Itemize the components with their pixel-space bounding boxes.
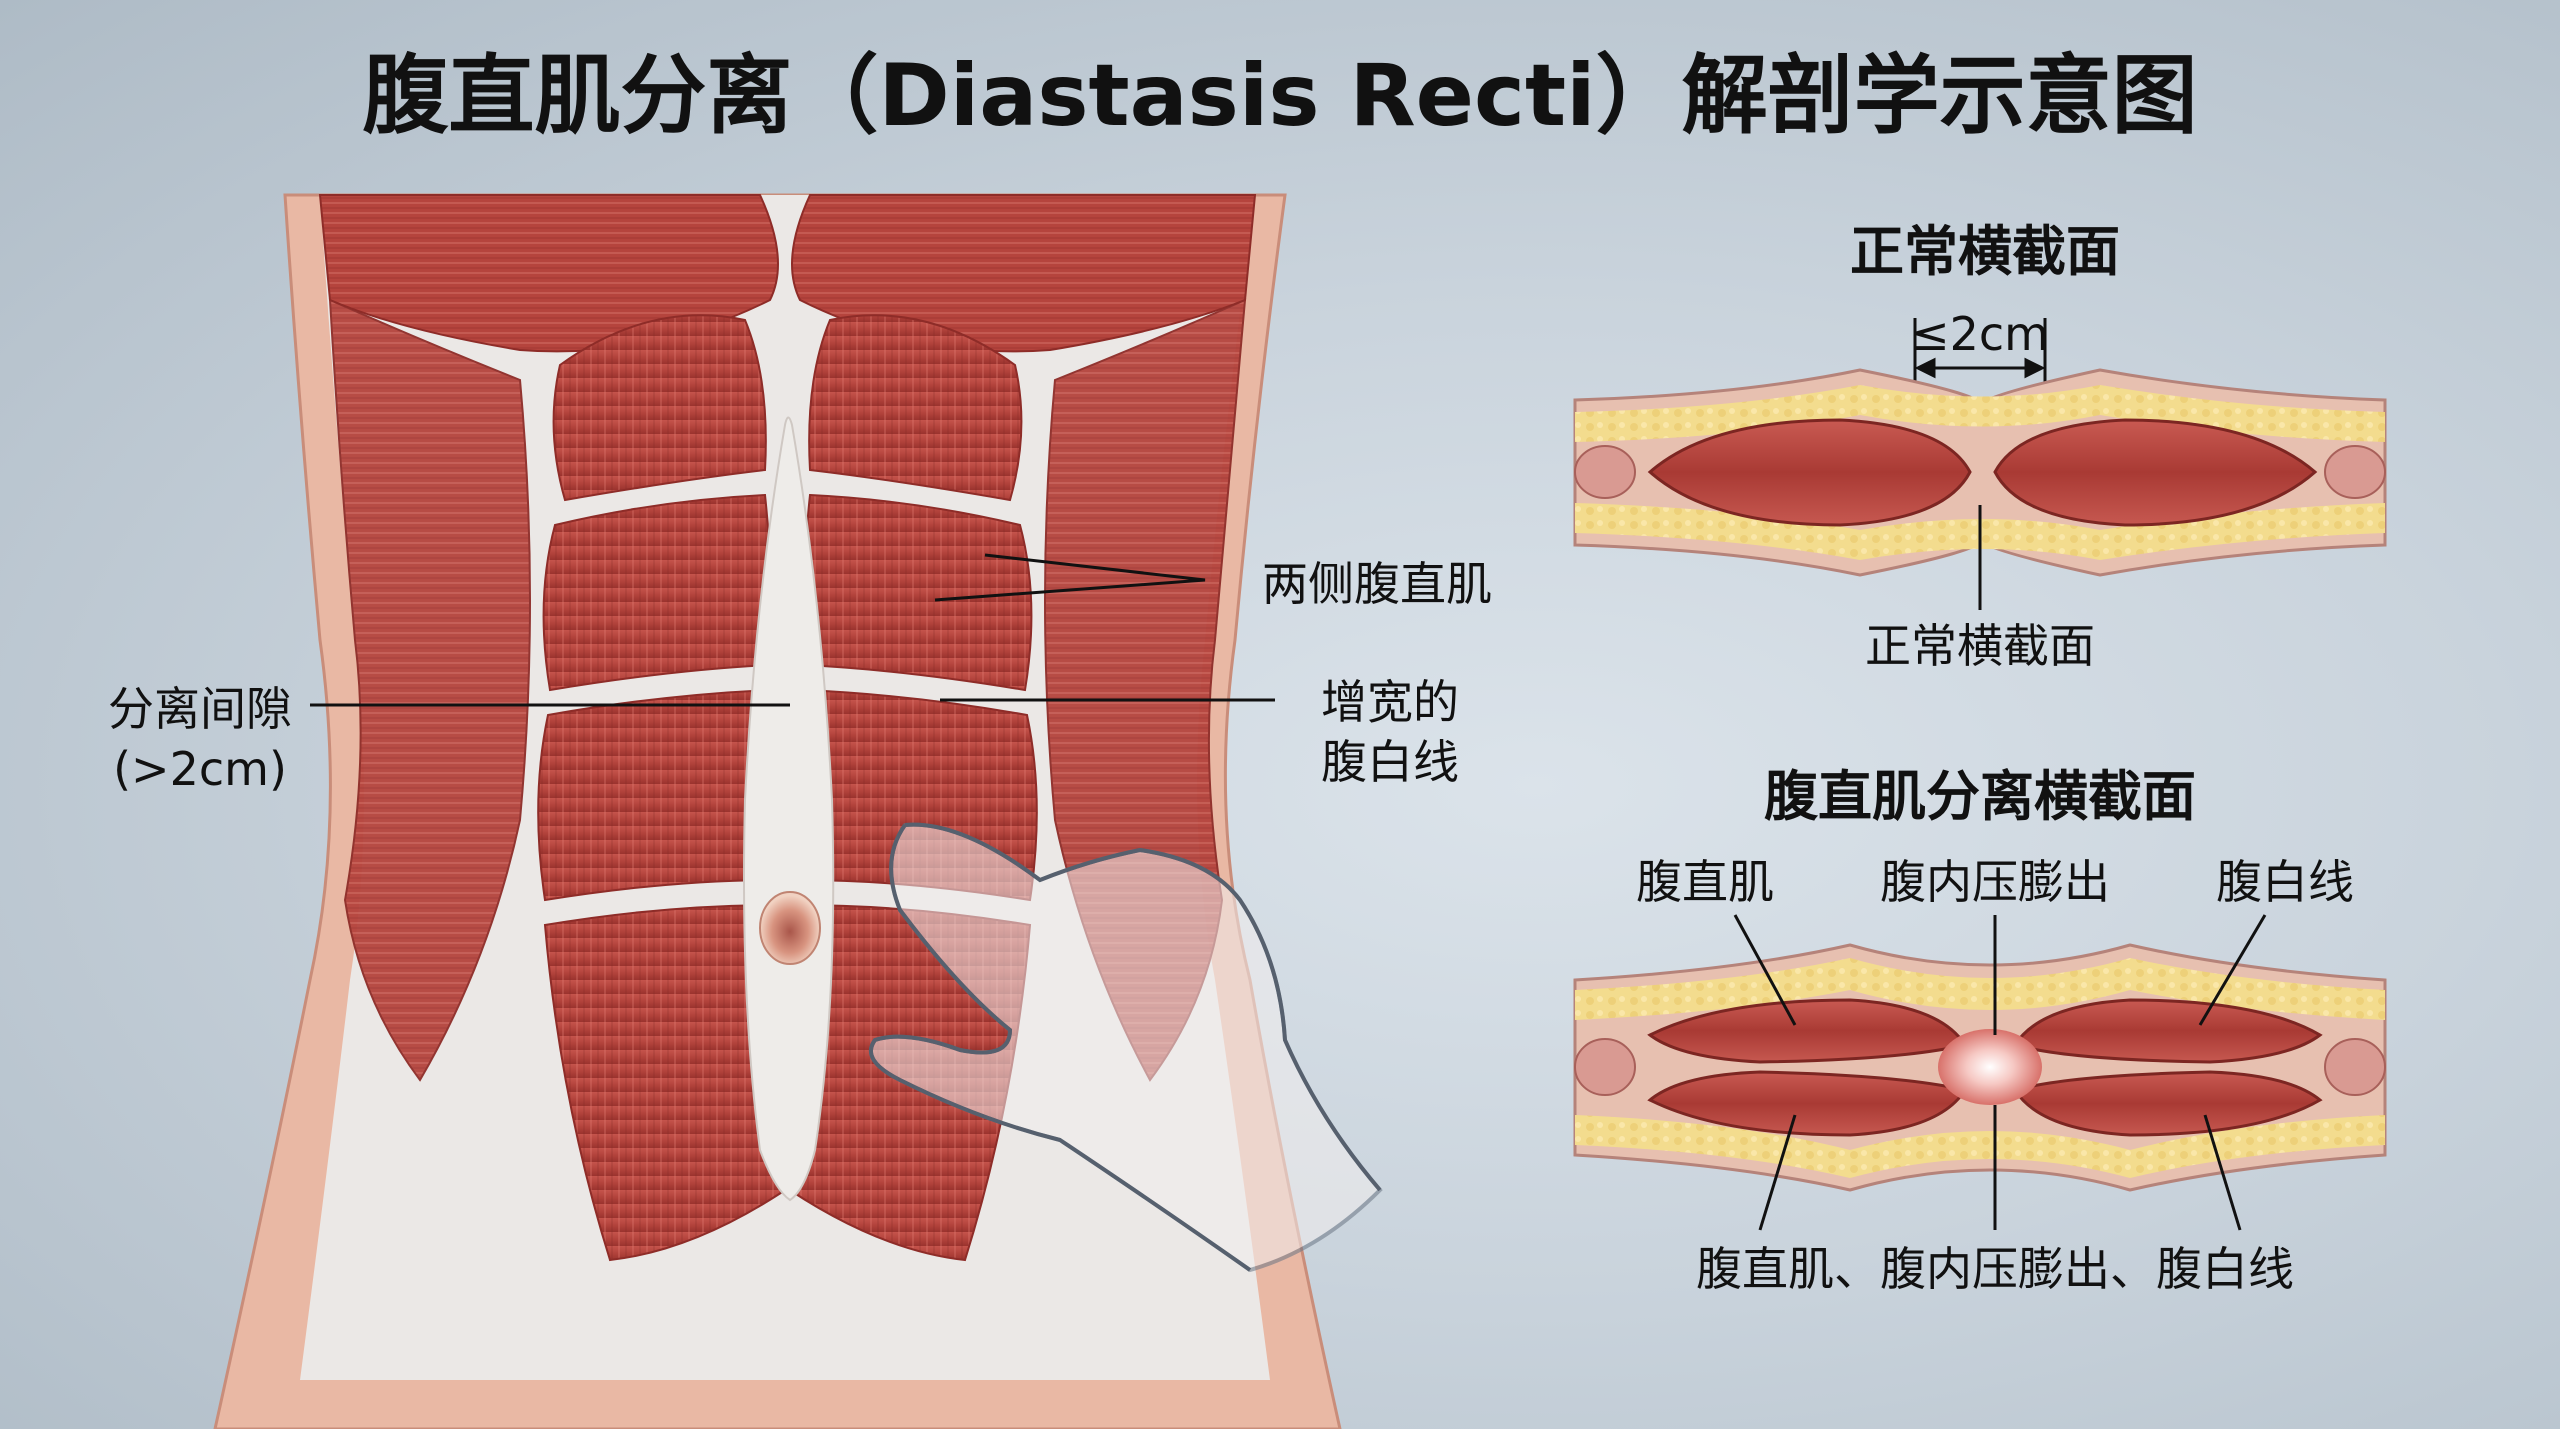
left-leader-lines <box>310 553 1275 707</box>
normal-left-rectus <box>1647 418 1972 527</box>
left-rectus-abdominis <box>537 314 802 1262</box>
torso-illustration <box>213 193 1383 1429</box>
gap-label-line1: 分离间隙 <box>108 682 292 736</box>
gap-label-line2: (>2cm) <box>113 742 287 796</box>
linea-label-line2: 腹白线 <box>1321 735 1459 789</box>
normal-right-oblique <box>2324 445 2386 499</box>
normal-left-oblique <box>1574 445 1636 499</box>
measure-indicator <box>1913 318 2047 390</box>
diastasis-pressure-label: 腹内压膨出 <box>1880 855 2110 909</box>
diastasis-section-caption: 腹直肌、腹内压膨出、腹白线 <box>1696 1242 2294 1296</box>
diastasis-lower-right-rectus <box>2012 1070 2323 1137</box>
diastasis-fat-layer-bottom <box>1575 1115 2385 1178</box>
widened-linea-alba <box>743 416 835 1202</box>
linea-label-line1: 增宽的 <box>1321 675 1459 729</box>
diastasis-rectus-label: 腹直肌 <box>1636 855 1774 909</box>
normal-section-caption: 正常横截面 <box>1865 619 2095 673</box>
diastasis-linea-label: 腹白线 <box>2216 855 2354 909</box>
left-external-oblique <box>328 298 531 1082</box>
navel <box>759 891 821 965</box>
normal-right-rectus <box>1993 418 2318 527</box>
diastasis-leader-lines <box>1733 914 2267 1231</box>
diastasis-section-heading: 腹直肌分离横截面 <box>1764 765 2196 828</box>
hand-outline <box>868 822 1382 1272</box>
both-rectus-label: 两侧腹直肌 <box>1262 557 1492 611</box>
diastasis-right-oblique <box>2324 1038 2386 1096</box>
page-title: 腹直肌分离（Diastasis Recti）解剖学示意图 <box>362 46 2197 146</box>
normal-cross-section: 正常横截面 ≤2cm 正常横截面 <box>1573 220 2387 673</box>
pressure-bulge <box>1938 1029 2042 1105</box>
diastasis-fat-layer-top <box>1575 958 2385 1020</box>
diastasis-cross-section: 腹直肌分离横截面 腹直肌 腹内压膨出 腹白线 腹直肌、腹内压膨出、腹白线 <box>1573 765 2387 1296</box>
diastasis-left-oblique <box>1574 1038 1636 1096</box>
normal-measure-label: ≤2cm <box>1911 307 2049 361</box>
normal-section-heading: 正常横截面 <box>1850 220 2120 283</box>
diastasis-upper-right-rectus <box>2012 998 2323 1064</box>
